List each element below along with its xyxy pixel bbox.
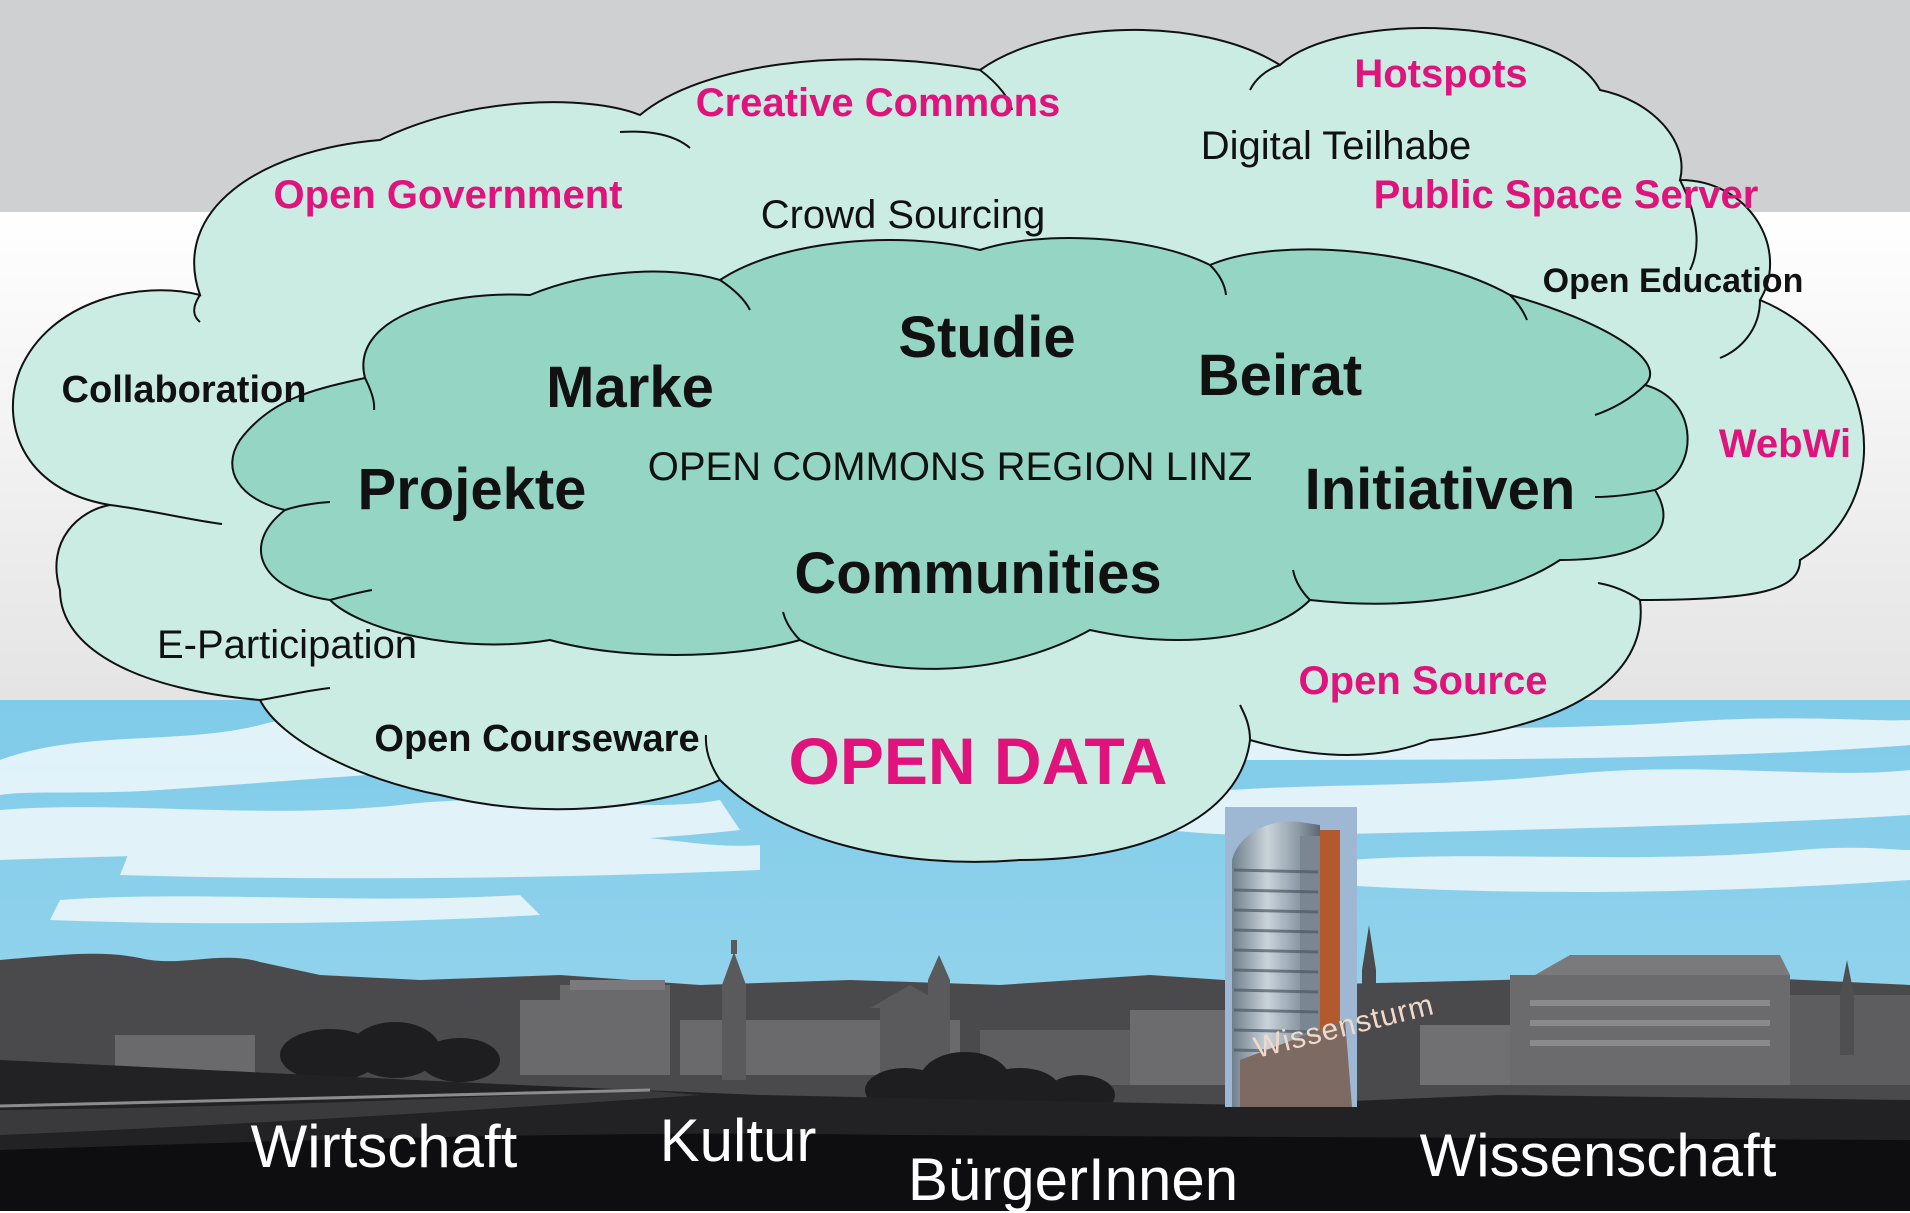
outer-word-open-courseware: Open Courseware bbox=[374, 718, 700, 760]
outer-word-collaboration: Collaboration bbox=[61, 369, 307, 411]
stakeholder-wissenschaft: Wissenschaft bbox=[1419, 1122, 1777, 1189]
outer-word-webwi: WebWi bbox=[1718, 422, 1852, 466]
outer-word-creative-commons: Creative Commons bbox=[695, 81, 1061, 125]
stakeholder-buergerinnen: BürgerInnen bbox=[907, 1146, 1239, 1213]
inner-word-studie: Studie bbox=[898, 305, 1076, 370]
outer-word-open-education: Open Education bbox=[1542, 262, 1804, 300]
outer-word-hotspots: Hotspots bbox=[1354, 52, 1528, 96]
outer-word-open-source: Open Source bbox=[1298, 659, 1548, 703]
outer-word-public-space-server: Public Space Server bbox=[1373, 173, 1759, 217]
inner-word-initiativen: Initiativen bbox=[1304, 457, 1576, 522]
outer-word-digital-teilhabe: Digital Teilhabe bbox=[1200, 124, 1472, 168]
inner-word-communities: Communities bbox=[794, 541, 1162, 606]
stakeholder-kultur: Kultur bbox=[659, 1107, 817, 1174]
inner-word-beirat: Beirat bbox=[1197, 343, 1363, 408]
stakeholder-wirtschaft: Wirtschaft bbox=[250, 1113, 518, 1180]
outer-word-e-participation: E-Participation bbox=[156, 623, 418, 667]
diagram-title: OPEN COMMONS REGION LINZ bbox=[647, 445, 1253, 489]
outer-word-open-data: OPEN DATA bbox=[788, 724, 1168, 798]
outer-word-open-government: Open Government bbox=[273, 173, 623, 217]
inner-word-projekte: Projekte bbox=[357, 457, 587, 522]
outer-word-crowd-sourcing: Crowd Sourcing bbox=[760, 193, 1046, 237]
inner-word-marke: Marke bbox=[546, 355, 714, 420]
